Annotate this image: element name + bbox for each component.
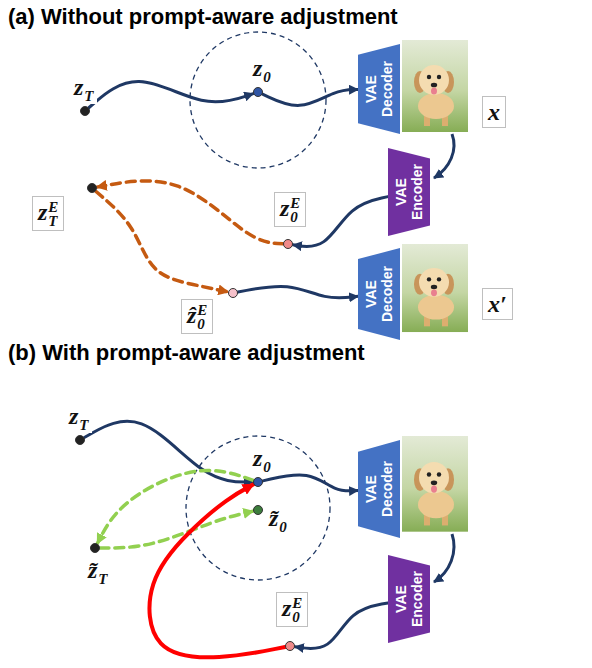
flow-arrow [96,191,228,292]
block-label: VAE Decoder [363,262,395,326]
superscript: E [197,303,207,317]
superscript: E [48,200,58,214]
flow-arrow [97,181,283,244]
subscript: 0 [197,317,207,331]
block-label: VAE Encoder [393,160,425,224]
panel-heading: (b) With prompt-aware adjustment [8,340,365,366]
symbol-base: z [253,445,262,471]
flow-arrow [97,470,253,543]
encode-arrow [434,134,454,178]
subscript: 0 [263,70,271,84]
latent-point: z0 [253,477,263,487]
superscript: E [292,596,302,610]
subscript: T [79,418,88,432]
latent-label: ẑ0E [181,299,213,334]
vae-decoder: VAE Decoder [358,44,400,134]
symbol-scripts: T [98,572,107,586]
subscript: 0 [279,520,287,534]
vae-encoder: VAE Encoder [388,555,430,643]
symbol-base: z̃ [88,557,97,583]
latent-label: zT [71,73,97,104]
latent-point: zT [75,435,85,445]
vae-decoder: VAE Decoder [358,440,400,538]
latent-point: z0 [253,87,263,97]
trapezoid-fill [358,44,400,134]
symbol-base: z [38,199,47,225]
vae-decoder: VAE Decoder [358,248,400,340]
symbol-base: z [69,403,78,429]
block-label: VAE Decoder [363,457,395,521]
latent-point: zT [80,106,90,116]
flow-arrow [263,89,358,105]
symbol-scripts: 0 [263,460,271,474]
latent-label: z0E [276,592,308,627]
symbol-scripts: 0 [263,70,271,84]
flow-arrow [100,511,253,548]
latent-region [190,32,326,168]
subscript: 0 [263,460,271,474]
image-label: x [482,96,506,128]
subscript: 0 [290,210,300,224]
symbol-base: z [74,74,83,100]
image-label: x′ [482,288,513,320]
trapezoid-fill [358,248,400,340]
encode-arrow [434,534,454,582]
symbol-base: ẑ [187,302,196,328]
flow-arrow [295,603,388,649]
flow-arrow [149,484,285,657]
trapezoid-fill [388,148,430,236]
latent-point: z̃0 [253,505,263,515]
latent-label: zTE [32,196,64,231]
flow-arrow [293,197,388,247]
generated-image [402,244,468,332]
subscript: T [98,572,107,586]
symbol-base: z [282,595,291,621]
subscript: 0 [292,610,302,624]
latent-label: z̃0 [266,504,290,535]
symbol-scripts: 0E [290,196,300,224]
subscript: T [48,214,58,228]
superscript: E [290,196,300,210]
symbol-base: z [253,55,262,81]
generated-image [402,40,468,132]
flow-arrow [89,82,253,108]
symbol-base: z [280,195,289,221]
panel-heading: (a) Without prompt-aware adjustment [8,4,398,30]
latent-label: z0 [250,54,274,85]
latent-label: zT [66,402,92,433]
flow-arrow [84,421,253,482]
vae-encoder: VAE Encoder [388,148,430,236]
latent-label: z0E [274,192,306,227]
trapezoid-fill [358,440,400,538]
latent-region [186,436,330,580]
block-label: VAE Decoder [363,57,395,121]
block-label: VAE Encoder [393,567,425,631]
flow-arrow [263,475,358,491]
symbol-scripts: TE [48,200,58,228]
latent-label: z̃T [85,556,111,587]
latent-point: zTE [87,183,97,193]
generated-image [402,436,468,532]
latent-point: z0E [285,641,295,651]
latent-point: ẑ0E [228,288,238,298]
flow-arrow [238,286,358,297]
symbol-scripts: 0E [292,596,302,624]
symbol-scripts: T [84,89,93,103]
symbol-scripts: 0 [279,520,287,534]
latent-point: z0E [283,239,293,249]
latent-label: z0 [250,444,274,475]
subscript: T [84,89,93,103]
symbol-scripts: 0E [197,303,207,331]
trapezoid-fill [388,555,430,643]
symbol-base: z̃ [269,505,278,531]
symbol-scripts: T [79,418,88,432]
latent-point: z̃T [90,543,100,553]
